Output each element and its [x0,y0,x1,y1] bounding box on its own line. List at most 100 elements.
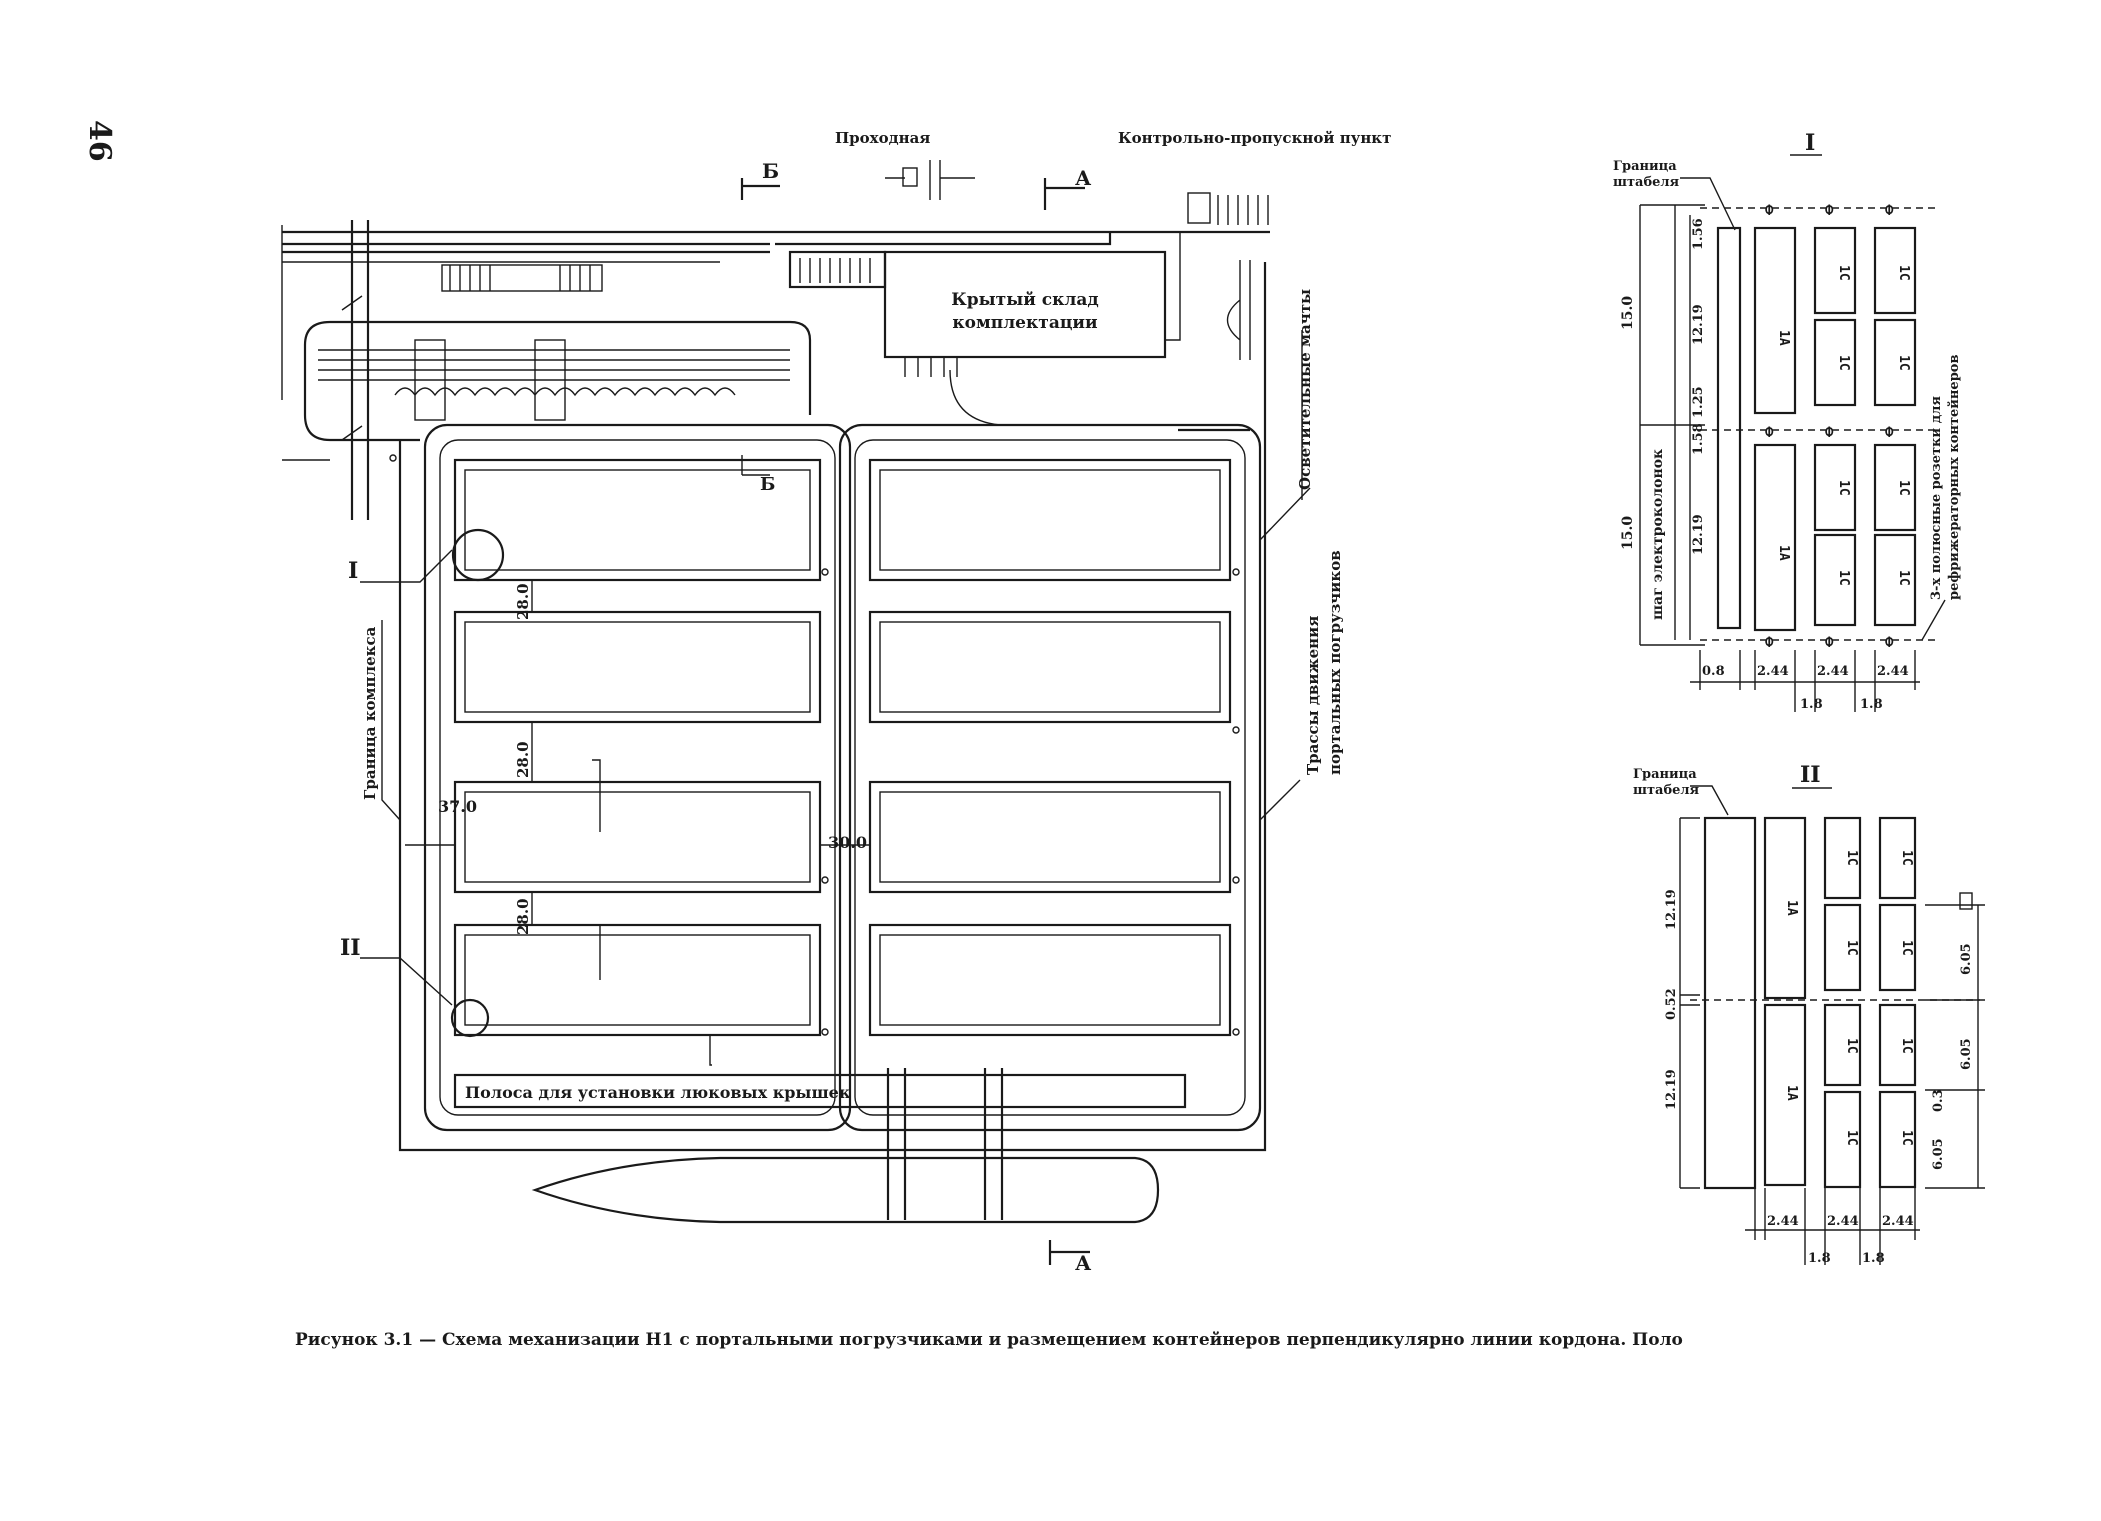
block-1-2 [868,458,1232,582]
section-marker-A-top: А [1075,166,1092,190]
detail-II-dim-12-19-b: 12.19 [1664,1069,1679,1110]
detail-II-container-3: 1C [1844,850,1859,866]
detail-I-reefer-sockets: 3-х полюсные розетки для [1929,396,1944,600]
detail-I-dim-0-8: 0.8 [1702,664,1725,679]
detail-I-stack-boundary: Граница [1613,159,1677,174]
detail-I-container-5: 1C [1896,355,1911,371]
detail-I-title: I [1805,130,1815,156]
detail-I-container-8: 1C [1836,570,1851,586]
detail-I-container-3: 1C [1836,355,1851,371]
detail-II-dim-12-19-a: 12.19 [1664,889,1679,930]
detail-II-dim-0-3: 0.3 [1931,1089,1946,1112]
detail-I-dim-2-44-b: 2.44 [1817,664,1849,679]
svg-text:Ф: Ф [1765,425,1774,441]
detail-I-dim-12-19-a: 12.19 [1691,304,1706,345]
detail-I-boundary-column [1716,226,1742,630]
svg-text:комплектации: комплектации [952,313,1098,333]
detail-II-container-6: 1C [1844,1130,1859,1146]
detail-II-container-10: 1C [1899,1130,1914,1146]
block-3-2 [868,780,1232,894]
loader-routes-label: Трассы движения [1304,616,1322,775]
dim-37-0: 37.0 [438,797,477,816]
detail-II-dim-0-52: 0.52 [1664,988,1679,1020]
detail-II-dim-6-05-c: 6.05 [1931,1138,1946,1170]
dim-28-0-a: 28.0 [514,583,532,620]
detail-II-title: II [1800,762,1821,788]
detail-I-container-1: 1A [1776,330,1791,346]
block-2-2 [868,610,1232,724]
hatch-strip [453,1073,1187,1109]
detail-I-container-6: 1A [1776,545,1791,561]
detail-II-container-4: 1C [1844,940,1859,956]
block-4-1 [453,923,822,1037]
hatch-strip-label: Полоса для установки люковых крышек [465,1083,851,1102]
detail-II-container-2: 1A [1784,1085,1799,1101]
block-3-1 [453,780,822,894]
svg-text:Ф: Ф [1765,635,1774,651]
detail-I-dim-1-56: 1.56 [1691,218,1706,250]
svg-text:Ф: Ф [1885,425,1894,441]
detail-II-dim-6-05-b: 6.05 [1959,1038,1974,1070]
detail-II-boundary-column [1703,816,1757,1190]
detail-I-container-9: 1C [1896,480,1911,496]
page-number: 46 [82,120,117,162]
warehouse-label: Крытый склад [951,290,1098,310]
svg-text:Ф: Ф [1825,635,1834,651]
block-4-2 [868,923,1232,1037]
detail-I-container-7: 1C [1836,480,1851,496]
callout-circle-I [451,528,505,582]
svg-text:Ф: Ф [1885,635,1894,651]
detail-II-stack-boundary: Граница [1633,767,1697,782]
prokhodnaya-label: Проходная [835,129,930,147]
detail-II-dim-6-05-a: 6.05 [1959,943,1974,975]
callout-label-I: I [348,558,358,584]
detail-I-dim-15-0-a: 15.0 [1620,296,1636,330]
callout-circle-II [450,998,490,1038]
block-2-1 [453,610,822,724]
detail-I-dim-1-8-b: 1.8 [1860,697,1883,712]
detail-I-dim-12-19-b: 12.19 [1691,514,1706,555]
detail-I-dim-2-44-c: 2.44 [1877,664,1909,679]
callout-label-II: II [340,935,361,961]
checkpoint-label: Контрольно-пропускной пункт [1118,129,1391,147]
detail-II-container-9: 1C [1899,1038,1914,1054]
detail-I-container-4: 1C [1896,265,1911,281]
detail-II-container-1: 1A [1784,900,1799,916]
svg-text:Ф: Ф [1765,203,1774,219]
detail-II-dim-2-44-a: 2.44 [1767,1214,1799,1229]
figure-caption: Рисунок 3.1 — Схема механизации Н1 с пор… [295,1330,1683,1350]
section-marker-B-top: Б [762,159,779,183]
detail-II-container-8: 1C [1899,940,1914,956]
detail-II-dim-1-8-b: 1.8 [1862,1251,1885,1266]
detail-II: II Граница штабеля 1A 1A 1C 1C 1C 1C 1C … [1633,762,1985,1266]
lighting-masts-label: Осветительные мачты [1296,289,1314,490]
detail-I: I Граница штабеля Ф Ф Ф Ф Ф Ф Ф Ф Ф 1A 1… [1613,130,1962,712]
section-marker-A-bottom: А [1075,1251,1092,1275]
detail-I-dim-1-58: 1.58 [1691,423,1706,455]
dim-28-0-c: 28.0 [514,898,532,935]
detail-II-dim-2-44-c: 2.44 [1882,1214,1914,1229]
checkpoint-booth [1187,192,1211,224]
detail-I-container-2: 1C [1836,265,1851,281]
detail-II-dim-2-44-b: 2.44 [1827,1214,1859,1229]
svg-text:Ф: Ф [1825,425,1834,441]
warehouse [883,250,1167,359]
dim-28-0-b: 28.0 [514,741,532,778]
storage-blocks [453,458,1232,1037]
svg-text:штабеля: штабеля [1613,175,1680,190]
dim-30-0: 30.0 [828,833,867,852]
detail-II-container-5: 1C [1844,1038,1859,1054]
detail-I-power-step: шаг электроколонок [1650,449,1666,620]
svg-text:портальных погрузчиков: портальных погрузчиков [1326,550,1344,775]
complex-boundary-label: Граница комплекса [361,626,379,800]
detail-I-dim-2-44-a: 2.44 [1757,664,1789,679]
svg-text:Ф: Ф [1885,203,1894,219]
svg-text:Ф: Ф [1825,203,1834,219]
ship [531,1156,1160,1224]
detail-I-dim-1-25: 1.25 [1691,386,1706,418]
svg-text:рефрижераторных контейнеров: рефрижераторных контейнеров [1947,355,1962,601]
detail-I-container-10: 1C [1896,570,1911,586]
detail-I-dim-1-8-a: 1.8 [1800,697,1823,712]
detail-II-dim-1-8-a: 1.8 [1808,1251,1831,1266]
